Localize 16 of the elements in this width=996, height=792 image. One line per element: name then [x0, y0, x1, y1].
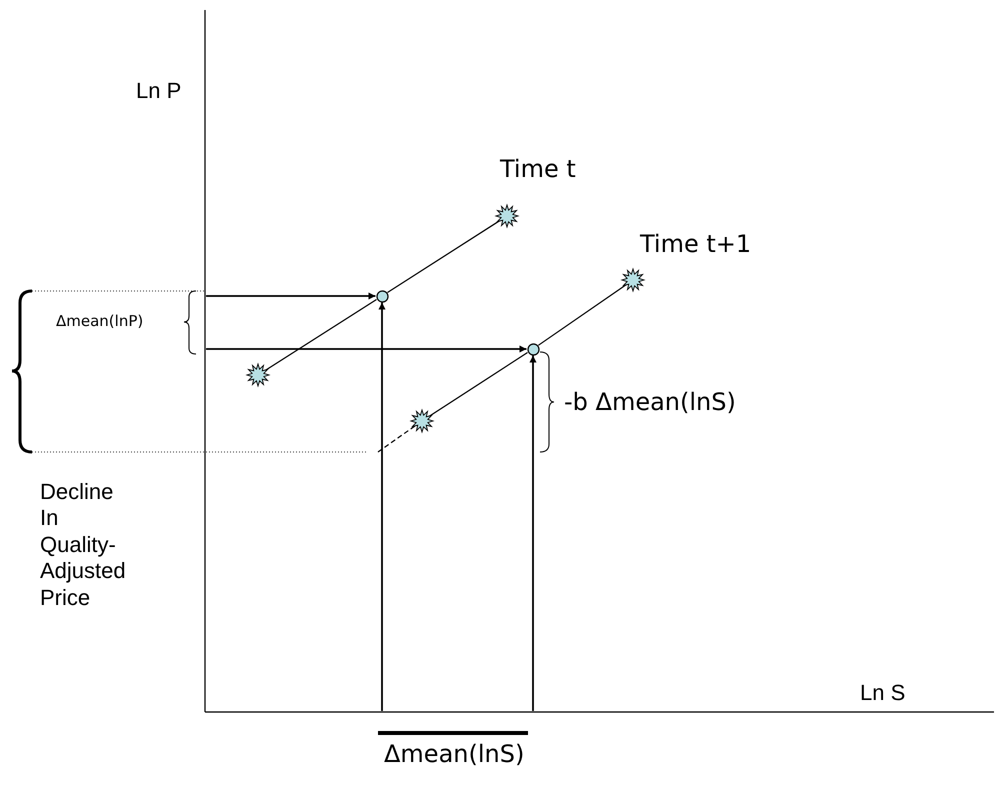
line: [427, 352, 528, 418]
series-label: Time t+1: [640, 230, 752, 259]
arrow: [206, 292, 376, 300]
arrow: [378, 302, 386, 711]
arrow: [206, 346, 526, 352]
axis-label: Decline In Quality-Adjusted Price: [40, 479, 127, 611]
axis-label: Ln S: [860, 680, 906, 706]
axis-label: Δmean(lnS): [384, 740, 524, 769]
line: [378, 424, 417, 452]
series-label: Time t: [500, 155, 576, 184]
line: [387, 219, 502, 293]
axis-label: -b Δmean(lnS): [564, 388, 736, 417]
arrow: [530, 356, 536, 711]
line: [538, 283, 628, 346]
axis-label: Δmean(lnP): [56, 312, 144, 330]
axis-label: Ln P: [136, 78, 182, 104]
